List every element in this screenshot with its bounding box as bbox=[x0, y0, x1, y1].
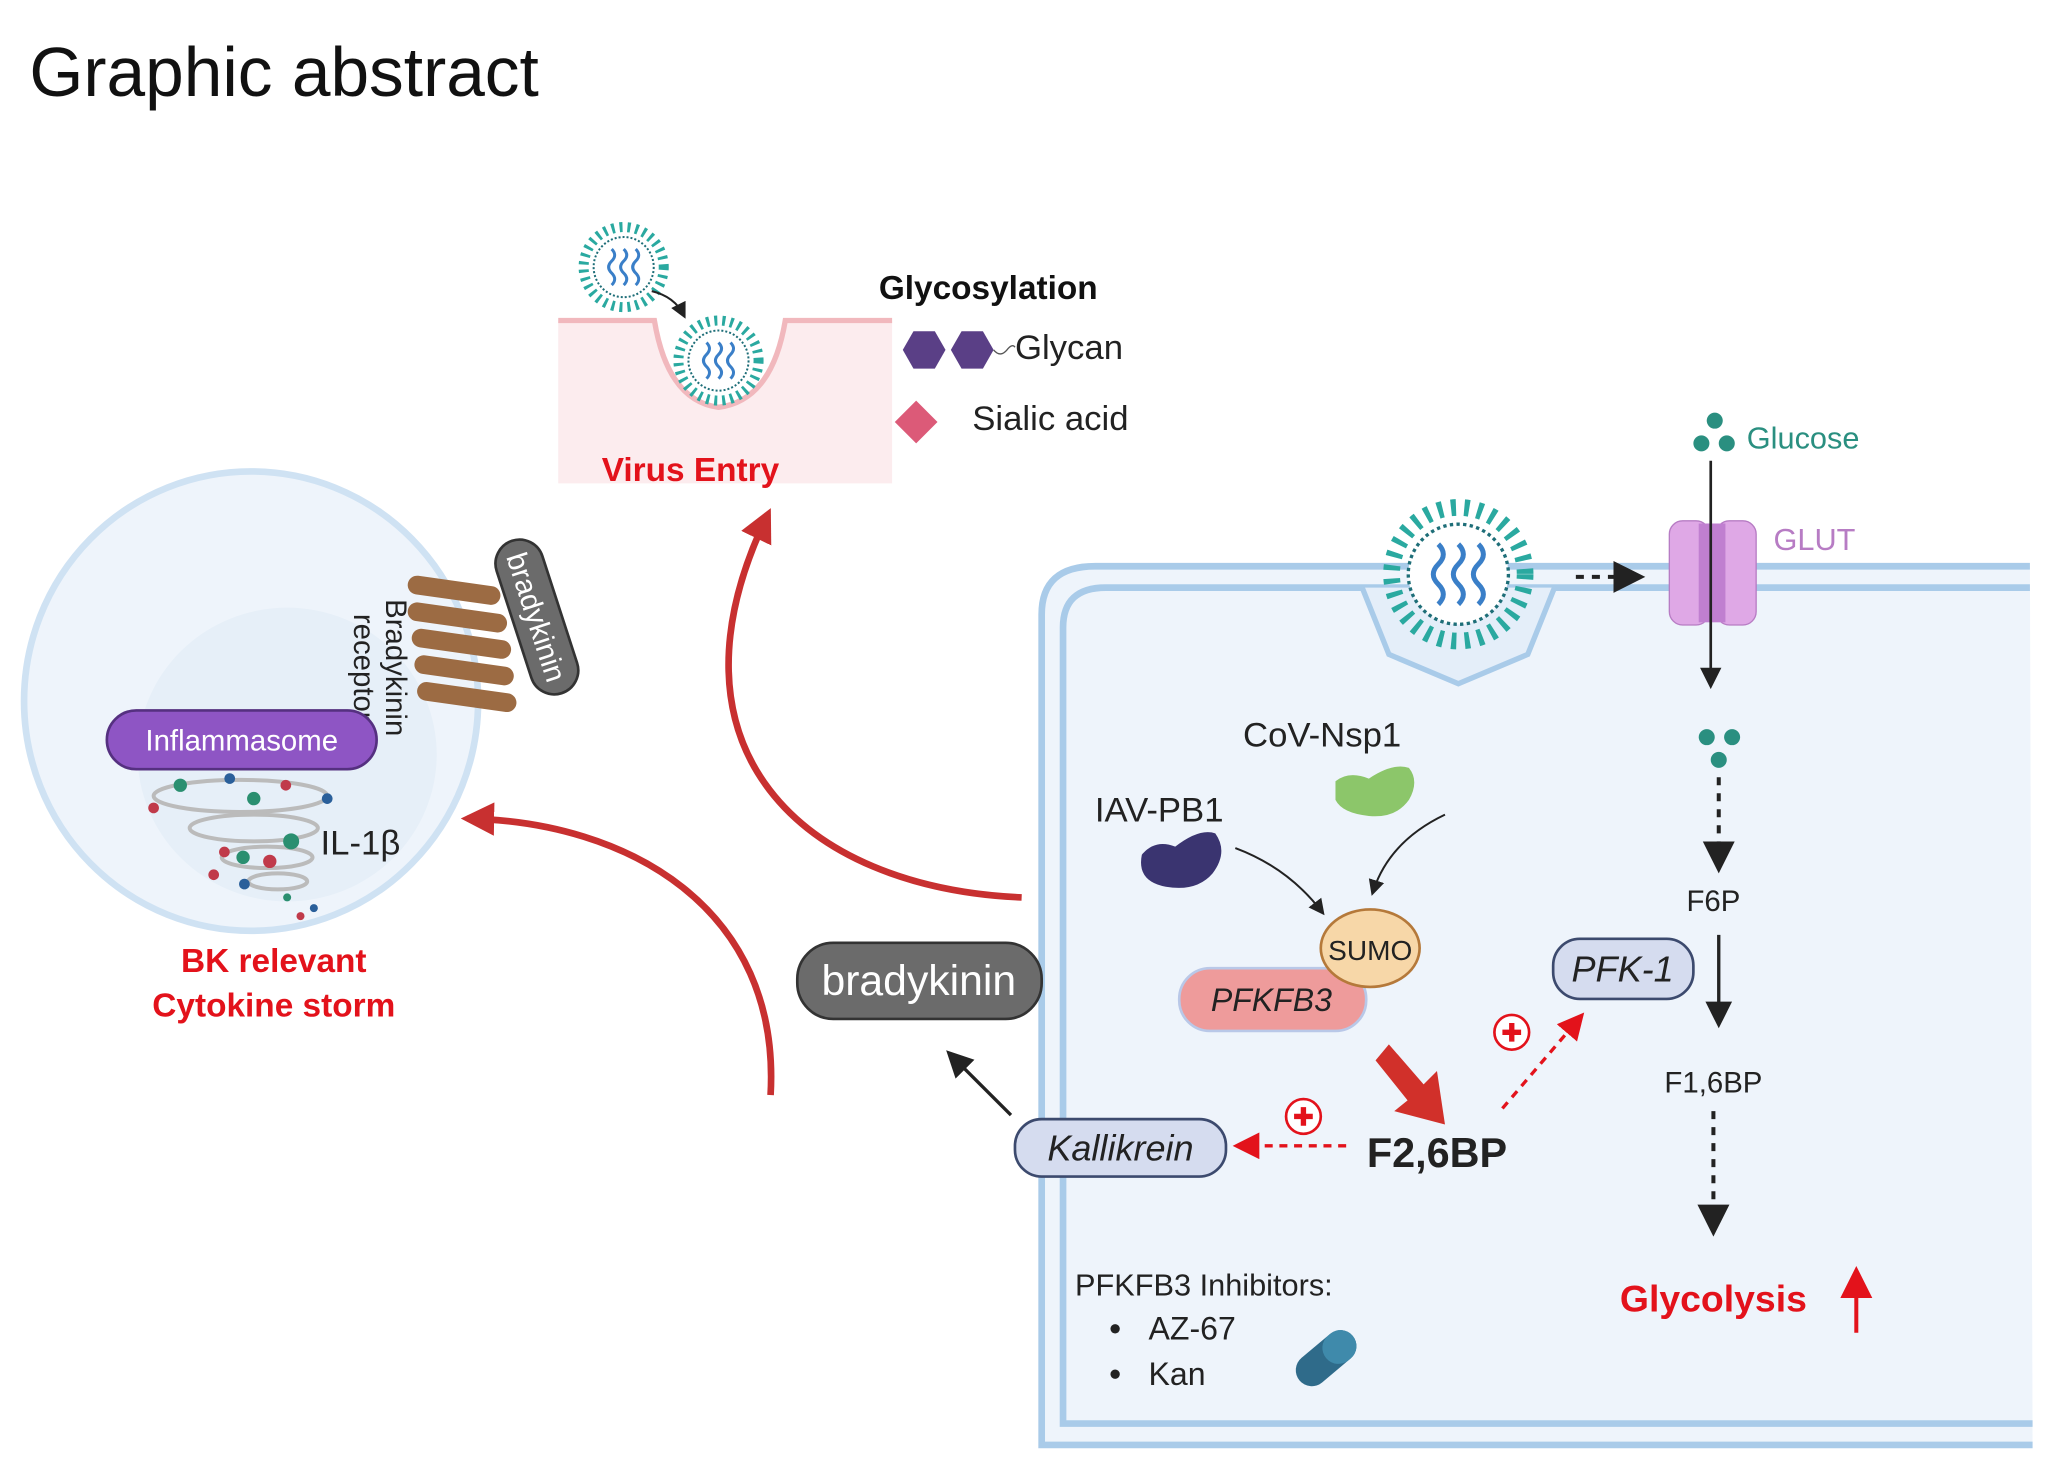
arrow bbox=[1234, 847, 1325, 916]
cytokine-tornado-icon bbox=[148, 773, 333, 921]
caption-line1: BK relevant bbox=[181, 943, 366, 980]
cov-nsp1-protein-icon bbox=[1335, 766, 1415, 817]
pfkfb3-label: PFKFB3 bbox=[1211, 982, 1332, 1018]
glucose-label: Glucose bbox=[1747, 421, 1860, 456]
glut-transporter-icon bbox=[1668, 520, 1757, 626]
big-red-arrow bbox=[1375, 1044, 1445, 1125]
glycan-icon bbox=[902, 331, 946, 369]
arrow bbox=[1368, 813, 1446, 896]
sumo-badge bbox=[1319, 908, 1421, 989]
virus-entry-panel: Virus Entry bbox=[558, 227, 893, 489]
sialic-acid-icon bbox=[894, 400, 938, 444]
page-title: Graphic abstract bbox=[29, 33, 538, 111]
glycosylation-title: Glycosylation bbox=[879, 270, 1098, 307]
pfk1-label: PFK-1 bbox=[1572, 949, 1674, 990]
pfk1-pill bbox=[1551, 937, 1695, 1001]
il1b-label: IL-1β bbox=[321, 825, 401, 863]
f26bp-label: F2,6BP bbox=[1367, 1130, 1507, 1176]
iav-pb1-label: IAV-PB1 bbox=[1095, 791, 1224, 829]
receptor-label: receptor bbox=[347, 614, 380, 722]
plus-icon bbox=[1493, 1013, 1531, 1052]
host-cell: GLUT Glucose F6P F1,6BP Glycolysis CoV-N… bbox=[1013, 412, 2033, 1449]
glut-label: GLUT bbox=[1774, 522, 1856, 557]
f6p-label: F6P bbox=[1686, 885, 1740, 918]
glycolysis-label: Glycolysis bbox=[1620, 1277, 1807, 1319]
immune-cell: bradykinin Bradykinin receptor Inflammas… bbox=[20, 468, 580, 1024]
caption-line2: Cytokine storm bbox=[152, 987, 395, 1024]
glycosylation-legend: Glycosylation Glycan Sialic acid bbox=[879, 270, 1129, 444]
glucose-icon bbox=[1693, 412, 1735, 452]
kallikrein-label: Kallikrein bbox=[1047, 1128, 1193, 1169]
arrow-to-cytokine-storm bbox=[460, 802, 775, 1096]
f16bp-label: F1,6BP bbox=[1664, 1066, 1762, 1099]
glucose-icon bbox=[1698, 729, 1741, 768]
bradykinin-receptor-icon bbox=[407, 575, 517, 713]
sialic-acid-label: Sialic acid bbox=[972, 400, 1128, 438]
virus-entry-label: Virus Entry bbox=[602, 452, 780, 489]
arrow bbox=[946, 1050, 1013, 1117]
pill-icon bbox=[1295, 1330, 1357, 1387]
inflammasome-pill bbox=[105, 709, 378, 771]
receptor-label: Bradykinin bbox=[379, 599, 412, 736]
virus-icon bbox=[678, 321, 758, 401]
iav-pb1-protein-icon bbox=[1141, 832, 1222, 888]
arrow-to-virus-entry bbox=[725, 508, 1022, 901]
plus-icon bbox=[1284, 1097, 1323, 1136]
inhibitors-title: PFKFB3 Inhibitors: bbox=[1075, 1267, 1333, 1302]
kallikrein-pill bbox=[1013, 1117, 1228, 1178]
virus-icon bbox=[584, 227, 664, 307]
sumo-label: SUMO bbox=[1328, 935, 1412, 966]
glycan-icon bbox=[950, 331, 994, 369]
dashed-activation-arrow bbox=[1501, 1012, 1585, 1110]
cov-nsp1-label: CoV-Nsp1 bbox=[1243, 717, 1401, 755]
inhibitor-item: Kan bbox=[1149, 1356, 1206, 1392]
pfkfb3-pill bbox=[1177, 966, 1368, 1033]
bradykinin-pill bbox=[795, 941, 1044, 1021]
inhibitor-item: AZ-67 bbox=[1149, 1310, 1236, 1346]
glycan-label: Glycan bbox=[1015, 329, 1123, 367]
inflammasome-label: Inflammasome bbox=[145, 725, 338, 758]
bradykinin-label: bradykinin bbox=[821, 957, 1016, 1005]
